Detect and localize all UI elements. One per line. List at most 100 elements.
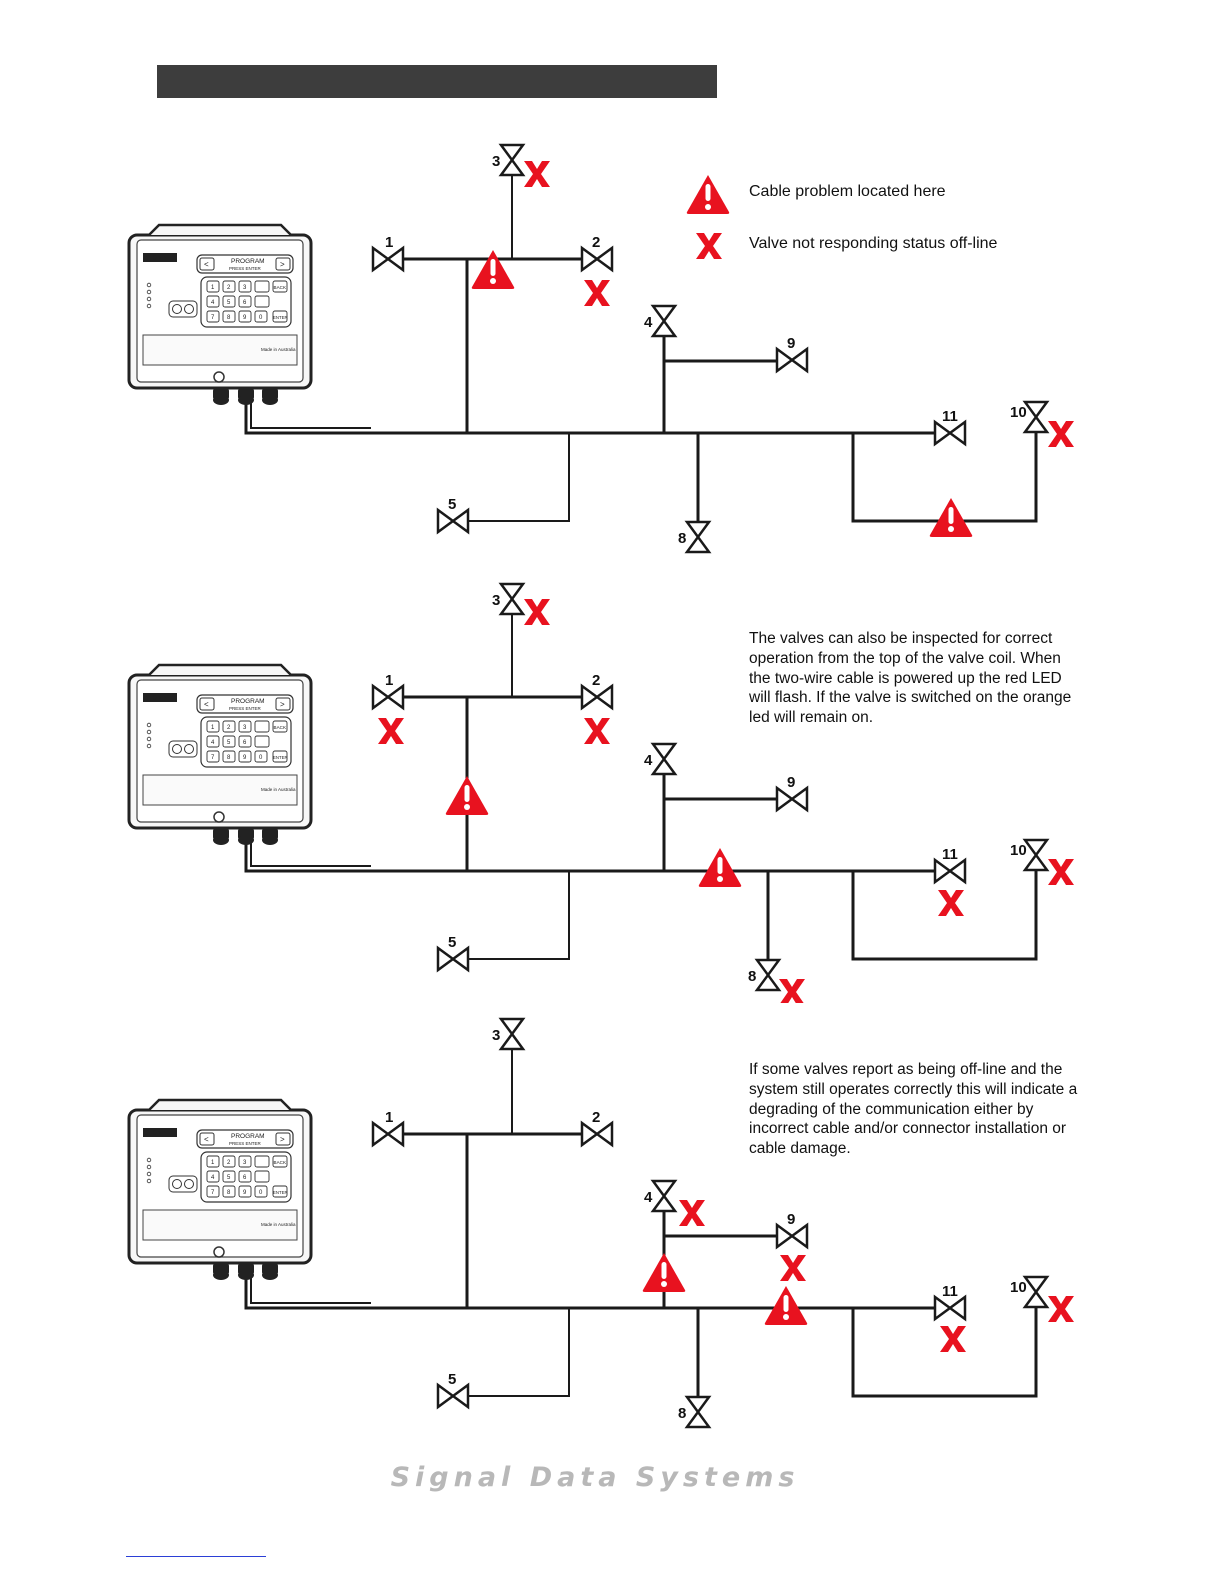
controller-key[interactable]: 0 <box>259 1190 263 1196</box>
offline-x-icon <box>584 280 610 306</box>
valve-11-icon: 11 <box>933 408 967 447</box>
valve-4-icon: 4 <box>644 304 678 338</box>
controller-key[interactable]: 8 <box>227 755 231 761</box>
footer-link-line[interactable] <box>126 1556 266 1557</box>
controller-key[interactable]: 8 <box>227 1190 231 1196</box>
valve-8-icon: 8 <box>678 1395 712 1429</box>
controller-key[interactable]: 9 <box>243 315 247 321</box>
valve-5-icon: 5 <box>436 1371 470 1410</box>
controller-back-key[interactable]: BACK <box>274 725 287 730</box>
valve-2-icon: 2 <box>580 672 614 711</box>
controller-key[interactable]: 7 <box>211 1190 215 1196</box>
valve-10-icon: 10 <box>1010 400 1050 434</box>
legend-offline-text: Valve not responding status off-line <box>749 235 998 252</box>
valve-5-icon: 5 <box>436 934 470 973</box>
controller-back-key[interactable]: BACK <box>274 1160 287 1165</box>
controller-key[interactable]: 9 <box>243 755 247 761</box>
valve-8-icon: 8 <box>748 958 782 992</box>
controller-display-line1: PROGRAM <box>231 1133 265 1140</box>
offline-x-icon <box>696 233 722 259</box>
valve-5-label: 5 <box>448 1371 456 1388</box>
legend-warning-text: Cable problem located here <box>749 183 946 200</box>
valve-10-label: 10 <box>1010 842 1027 859</box>
controller-left-arrow[interactable]: < <box>204 700 209 709</box>
controller-key[interactable]: 6 <box>243 1175 247 1181</box>
controller-right-arrow[interactable]: > <box>280 700 285 709</box>
valve-2-label: 2 <box>592 234 600 251</box>
controller-key[interactable]: 7 <box>211 755 215 761</box>
valve-1-icon: 1 <box>371 672 405 711</box>
controller-brand: SIGNAL <box>145 1130 172 1137</box>
controller-key[interactable]: 4 <box>211 300 215 306</box>
controller-key[interactable]: 9 <box>243 1190 247 1196</box>
valve-8-label: 8 <box>678 530 686 547</box>
controller-key[interactable]: 6 <box>243 300 247 306</box>
controller-display-line1: PROGRAM <box>231 258 265 265</box>
controller-display-line2: PRESS ENTER <box>229 266 262 271</box>
offline-x-icon <box>780 1255 806 1281</box>
offline-x-icon <box>679 1200 705 1226</box>
valve-11-label: 11 <box>942 408 958 425</box>
controller-key[interactable]: 8 <box>227 315 231 321</box>
controller-key[interactable]: 1 <box>211 285 215 291</box>
valve-1-icon: 1 <box>371 1109 405 1148</box>
valve-3-label: 3 <box>492 1027 500 1044</box>
valve-1-icon: 1 <box>371 234 405 273</box>
controller-key[interactable]: 5 <box>227 1175 231 1181</box>
valve-5-icon: 5 <box>436 496 470 535</box>
valve-8-icon: 8 <box>678 520 712 554</box>
controller-right-arrow[interactable]: > <box>280 260 285 269</box>
offline-x-icon <box>1048 421 1074 447</box>
controller-key[interactable]: 1 <box>211 1160 215 1166</box>
controller-key[interactable]: 0 <box>259 315 263 321</box>
controller-made-in: Made in Australia <box>261 787 296 792</box>
offline-x-icon <box>1048 1296 1074 1322</box>
valve-9-icon: 9 <box>775 1211 809 1250</box>
warning-icon <box>929 498 973 537</box>
controller-enter-key[interactable]: ENTER <box>273 315 288 320</box>
controller-key[interactable]: 6 <box>243 740 247 746</box>
controller-back-key[interactable]: BACK <box>274 285 287 290</box>
controller-enter-key[interactable]: ENTER <box>273 755 288 760</box>
controller-key[interactable]: 2 <box>227 1160 231 1166</box>
controller-key[interactable]: 7 <box>211 315 215 321</box>
warning-icon <box>445 776 489 815</box>
valve-11-label: 11 <box>942 1283 958 1300</box>
controller-key[interactable]: 1 <box>211 725 215 731</box>
controller-left-arrow[interactable]: < <box>204 1135 209 1144</box>
valve-11-label: 11 <box>942 846 958 863</box>
controller-display-line1: PROGRAM <box>231 698 265 705</box>
warning-icon <box>764 1286 808 1325</box>
controller-key[interactable]: 0 <box>259 755 263 761</box>
controller-key[interactable]: 3 <box>243 725 247 731</box>
valve-2-label: 2 <box>592 672 600 689</box>
valve-4-label: 4 <box>644 752 653 769</box>
valve-3-icon: 3 <box>492 582 526 616</box>
valve-11-icon: 11 <box>933 1283 967 1322</box>
offline-x-icon <box>378 718 404 744</box>
controller-enter-key[interactable]: ENTER <box>273 1190 288 1195</box>
controller-key[interactable]: 3 <box>243 1160 247 1166</box>
valve-8-label: 8 <box>748 968 756 985</box>
controller-key[interactable]: 4 <box>211 1175 215 1181</box>
controller-right-arrow[interactable]: > <box>280 1135 285 1144</box>
offline-x-icon <box>940 1326 966 1352</box>
valve-2-icon: 2 <box>580 1109 614 1148</box>
controller-key[interactable]: 2 <box>227 725 231 731</box>
valve-4-label: 4 <box>644 1189 653 1206</box>
controller-key[interactable]: 5 <box>227 740 231 746</box>
controller-left-arrow[interactable]: < <box>204 260 209 269</box>
controller-key[interactable]: 4 <box>211 740 215 746</box>
controller-key[interactable]: 3 <box>243 285 247 291</box>
valve-10-icon: 10 <box>1010 838 1050 872</box>
controller-brand: SIGNAL <box>145 695 172 702</box>
controller-key[interactable]: 2 <box>227 285 231 291</box>
pipe-network <box>244 1050 1038 1398</box>
warning-icon <box>686 175 730 214</box>
controller-key[interactable]: 5 <box>227 300 231 306</box>
valve-4-icon: 4 <box>644 742 678 776</box>
